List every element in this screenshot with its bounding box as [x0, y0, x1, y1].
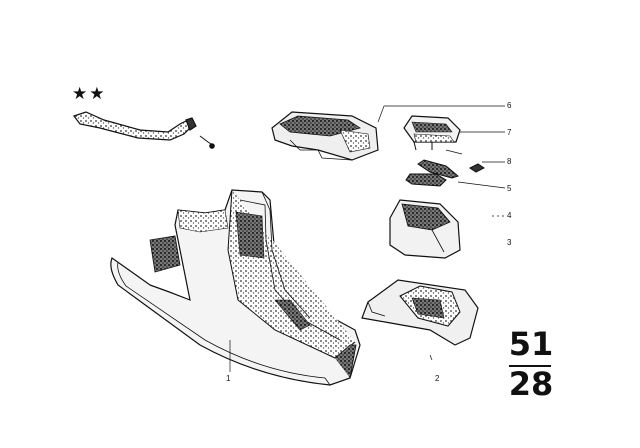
group-divider: [509, 365, 551, 367]
guide-rail: [417, 159, 460, 179]
centre-console: [110, 189, 361, 386]
callout-1: 1: [226, 374, 231, 383]
callout-5: 5: [507, 184, 512, 193]
subgroup-number: 28: [508, 365, 554, 403]
callout-2: 2: [435, 374, 440, 383]
callout-3: 3: [507, 238, 512, 247]
switch-panel: [271, 111, 379, 161]
clip-part: [469, 163, 485, 173]
shifter-housing: [389, 199, 461, 259]
shifter-base-plate: [361, 279, 479, 346]
callout-6: 6: [507, 101, 512, 110]
group-number: 51: [508, 325, 554, 363]
special-marking: ★★: [72, 84, 107, 104]
leader-lines: [229, 105, 506, 372]
lever-bracket: [73, 111, 215, 149]
indicator-bezel: [403, 115, 461, 151]
callout-7: 7: [507, 128, 512, 137]
callout-8: 8: [507, 157, 512, 166]
trim-strip: [405, 173, 447, 187]
callout-4: 4: [507, 211, 512, 220]
